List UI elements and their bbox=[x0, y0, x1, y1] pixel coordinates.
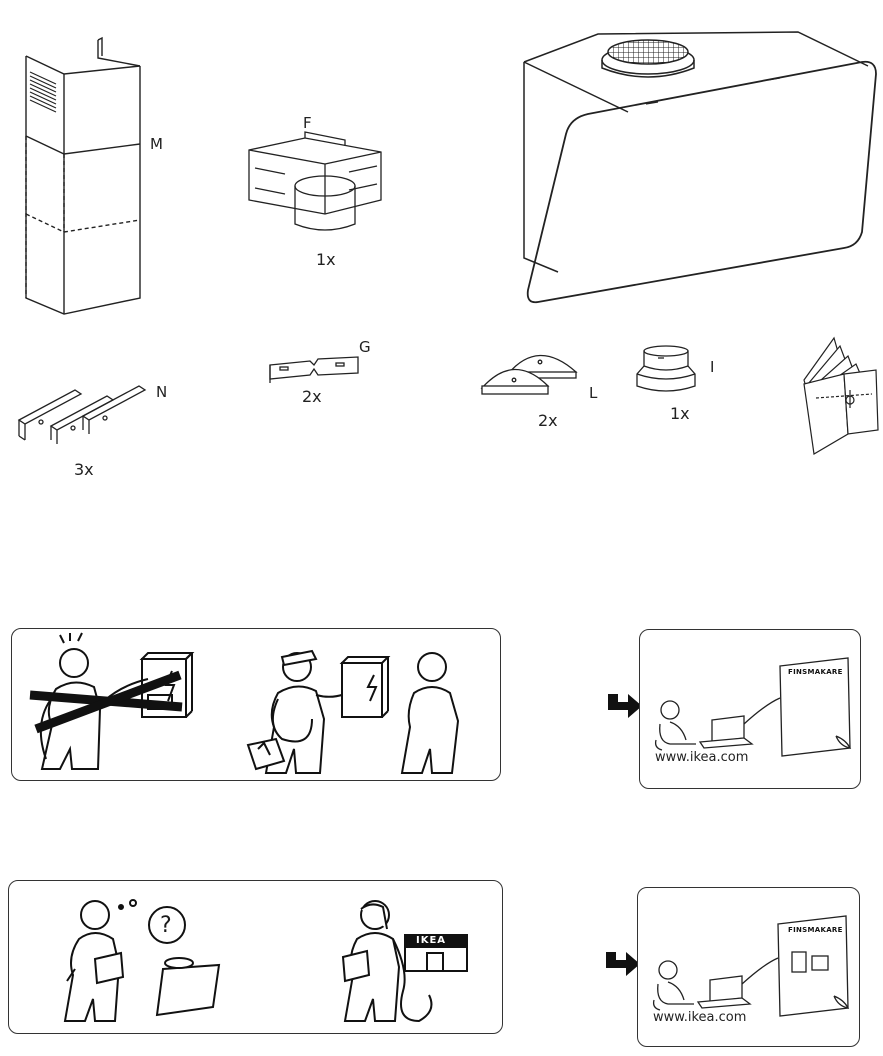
cooker-hood-illustration bbox=[523, 31, 877, 304]
cover-l-illustration bbox=[480, 354, 578, 395]
booklet-title: FINSMAKARE bbox=[788, 926, 843, 934]
online-help-illustration bbox=[652, 915, 850, 1017]
ikea-sign: IKEA bbox=[416, 935, 447, 946]
adapter-f-illustration bbox=[248, 131, 382, 231]
part-qty-g: 2x bbox=[302, 387, 322, 406]
arrow-icon bbox=[606, 952, 640, 976]
help-url: www.ikea.com bbox=[653, 1010, 747, 1025]
bracket-g-illustration bbox=[269, 356, 359, 383]
ring-i-illustration bbox=[636, 345, 696, 392]
question-panel: ? IKEA bbox=[8, 880, 503, 1034]
bracket-n-illustration bbox=[17, 385, 147, 444]
part-label-f: F bbox=[303, 114, 312, 132]
part-qty-i: 1x bbox=[670, 404, 690, 423]
instruction-manual-illustration bbox=[803, 336, 879, 455]
electrician-warning-illustration bbox=[29, 632, 460, 774]
help-url: www.ikea.com bbox=[655, 750, 749, 765]
part-label-n: N bbox=[156, 383, 168, 401]
help-panel-online-2: FINSMAKARE www.ikea.com bbox=[637, 887, 860, 1047]
part-label-m: M bbox=[150, 135, 163, 153]
part-label-l: L bbox=[589, 384, 598, 402]
chimney-cover-m-illustration bbox=[25, 36, 141, 315]
question-contact-illustration bbox=[63, 899, 468, 1023]
warning-panel-electrician bbox=[11, 628, 501, 781]
online-help-illustration bbox=[654, 657, 852, 757]
part-qty-l: 2x bbox=[538, 411, 558, 430]
arrow-icon bbox=[608, 694, 642, 718]
question-mark: ? bbox=[160, 913, 172, 938]
booklet-title: FINSMAKARE bbox=[788, 668, 843, 676]
part-label-g: G bbox=[359, 338, 371, 356]
part-qty-f: 1x bbox=[316, 250, 336, 269]
part-label-i: I bbox=[710, 358, 715, 376]
help-panel-online: FINSMAKARE www.ikea.com bbox=[639, 629, 861, 789]
part-qty-n: 3x bbox=[74, 460, 94, 479]
